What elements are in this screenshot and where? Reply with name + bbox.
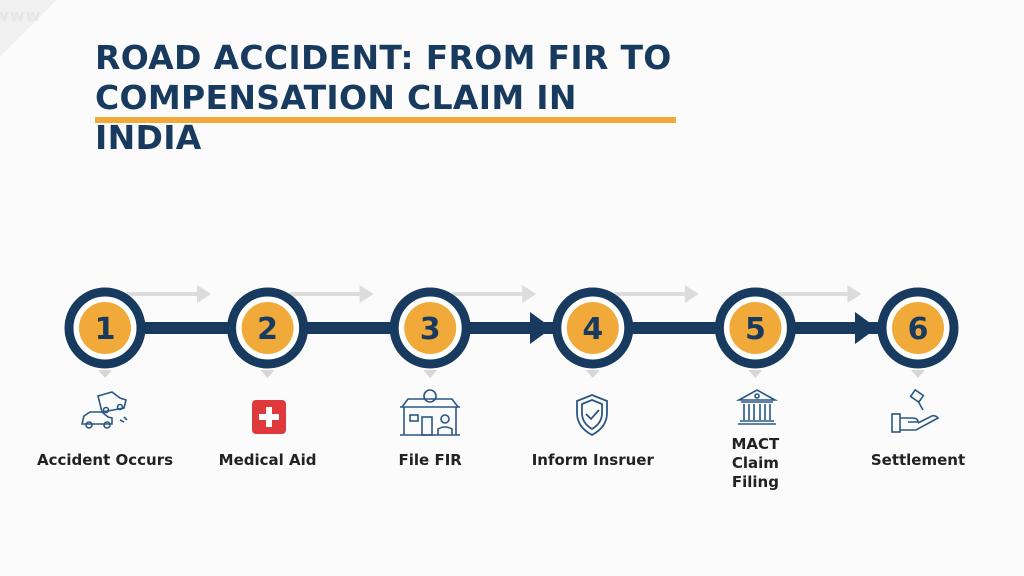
grey-arrow-head xyxy=(197,285,211,303)
step-pointer xyxy=(423,370,438,378)
medical-cross-icon xyxy=(252,400,286,434)
step-number: 3 xyxy=(420,312,441,347)
grey-arrow-shaft xyxy=(777,292,848,296)
step-circle-fill xyxy=(79,302,131,354)
step-circle-fill xyxy=(241,302,294,354)
step-number: 2 xyxy=(257,312,278,347)
step-pointer xyxy=(585,370,600,378)
step-pointer xyxy=(98,370,112,378)
title-underline xyxy=(95,117,676,123)
step-label: File FIR xyxy=(398,451,462,469)
step-label: MACT Claim Filing xyxy=(731,435,780,491)
grey-arrow-head xyxy=(847,285,862,303)
arrowhead xyxy=(855,312,877,344)
step-label: Inform Insruer xyxy=(531,451,654,469)
step-label: Accident Occurs xyxy=(36,451,174,469)
step-label: Settlement xyxy=(870,451,966,469)
step-pointer xyxy=(748,370,763,378)
hand-gavel-icon xyxy=(891,388,940,433)
shield-check-icon xyxy=(576,394,608,437)
step-number: 4 xyxy=(582,312,603,347)
grey-arrow-shaft xyxy=(127,292,197,296)
step-circle-fill xyxy=(566,302,619,354)
step-label: Medical Aid xyxy=(218,451,317,469)
step-circle-fill xyxy=(892,302,944,354)
connector-bar xyxy=(105,322,918,334)
courthouse-icon xyxy=(735,389,779,425)
grey-arrow-head xyxy=(522,285,537,303)
step-number: 6 xyxy=(908,312,929,347)
car-crash-icon xyxy=(80,391,128,429)
watermark: www xyxy=(0,6,42,25)
step-circle-fill xyxy=(404,302,457,354)
grey-arrow-head xyxy=(359,285,374,303)
step-number: 5 xyxy=(745,312,766,347)
step-pointer xyxy=(260,370,275,378)
grey-arrow-shaft xyxy=(614,292,685,296)
step-pointer xyxy=(911,370,925,378)
step-circle-fill xyxy=(729,302,782,354)
arrowhead xyxy=(530,312,552,344)
step-number: 1 xyxy=(95,312,116,347)
grey-arrow-shaft xyxy=(452,292,523,296)
grey-arrow-shaft xyxy=(289,292,360,296)
police-station-icon xyxy=(400,389,460,436)
grey-arrow-head xyxy=(684,285,699,303)
page-title: ROAD ACCIDENT: FROM FIR TO COMPENSATION … xyxy=(95,38,672,157)
